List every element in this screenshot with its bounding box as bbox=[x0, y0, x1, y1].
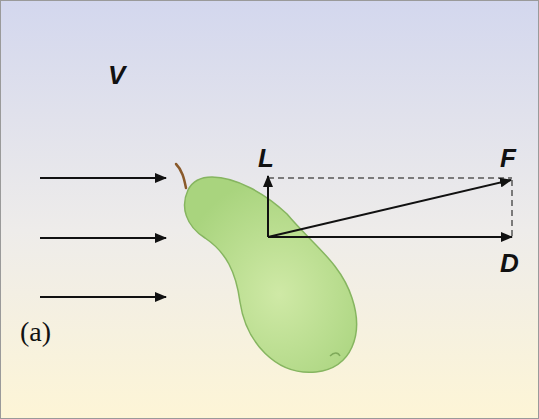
drag-label: D bbox=[500, 250, 519, 276]
velocity-label: V bbox=[108, 62, 125, 88]
pear bbox=[176, 164, 357, 372]
lift-label: L bbox=[258, 145, 274, 171]
flow-arrows bbox=[40, 178, 166, 297]
force-vectors bbox=[268, 176, 512, 237]
force-label: F bbox=[500, 145, 516, 171]
panel-label: (a) bbox=[20, 318, 51, 346]
